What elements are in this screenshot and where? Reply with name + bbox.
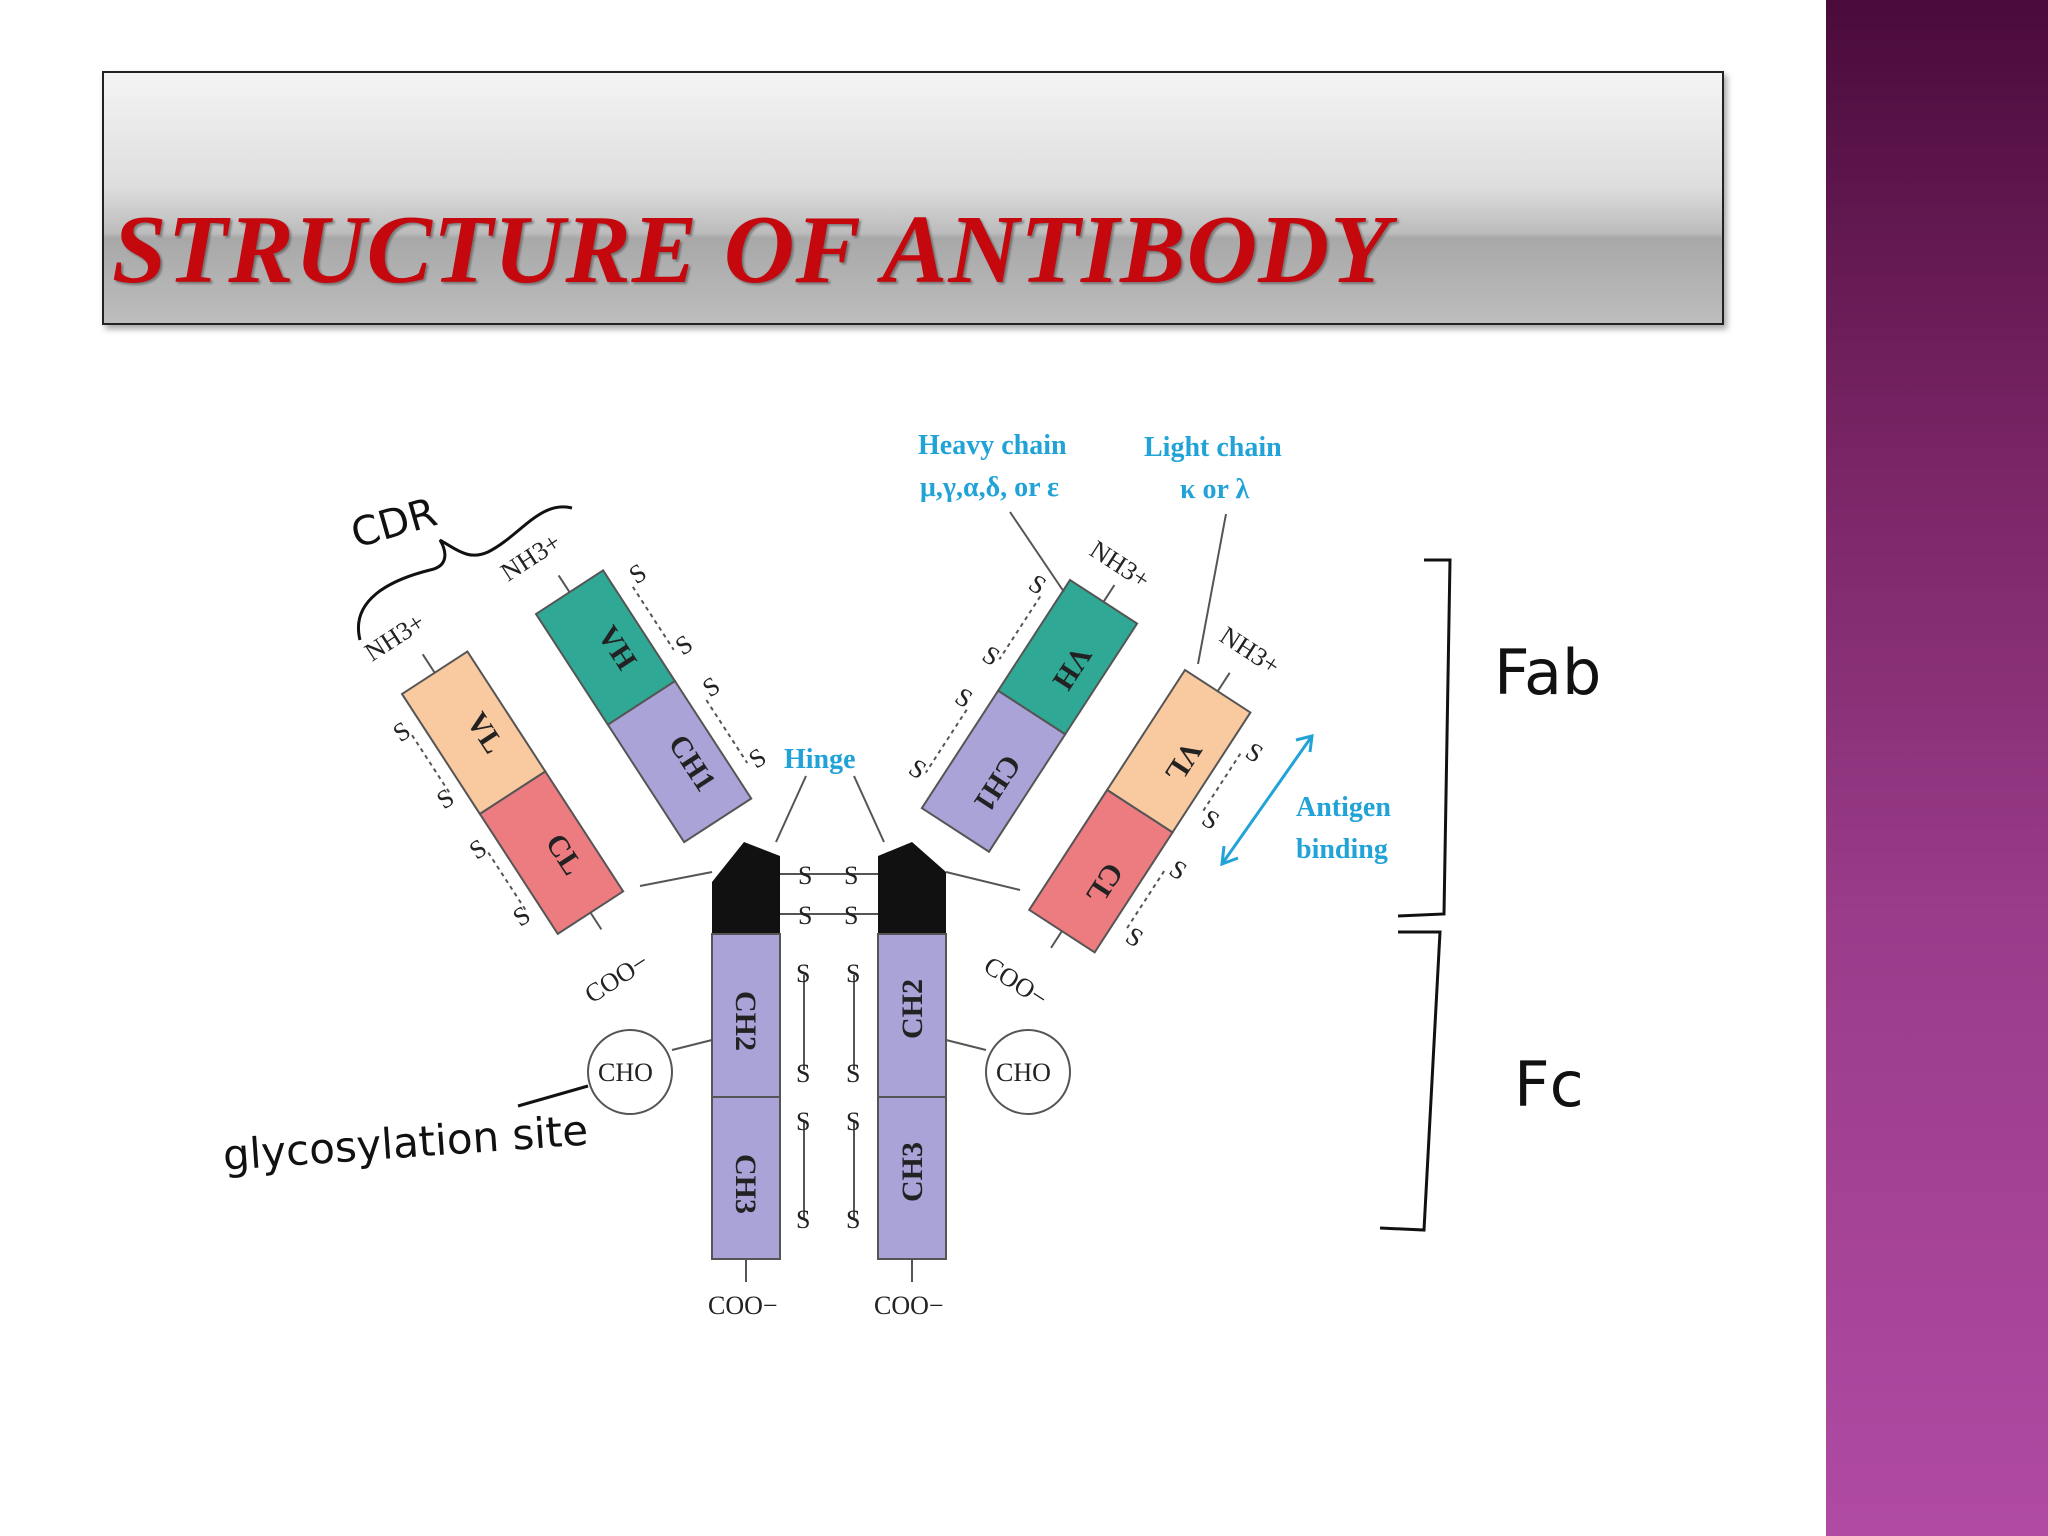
s-atom: S (904, 753, 932, 785)
s-atom: S (796, 1059, 810, 1088)
s-atom: S (950, 682, 978, 714)
right-cho-site (985, 1029, 1071, 1115)
s-atom: S (798, 901, 812, 930)
right-ch2-label: CH2 (896, 979, 929, 1039)
left-light-nh3: NH3+ (359, 607, 429, 667)
right-heavy-nh3: NH3+ (1085, 535, 1155, 595)
s-atom: S (464, 833, 492, 865)
s-atom: S (1197, 804, 1225, 836)
s-atom: S (798, 861, 812, 890)
fc-label: Fc (1514, 1048, 1584, 1121)
right-cho-label: CHO (996, 1058, 1051, 1087)
antigen-binding-label: Antigen (1296, 792, 1391, 823)
antigen-binding-arrow (1220, 734, 1314, 867)
left-ch2-domain (711, 933, 781, 1098)
s-atom: S (624, 558, 652, 590)
s-atom: S (1164, 854, 1192, 886)
heavy-chain-label: Heavy chain (918, 430, 1067, 461)
glycosylation-label: glycosylation site (221, 1106, 589, 1180)
left-hinge (712, 842, 780, 934)
left-light-coo: COO− (579, 947, 653, 1009)
title-box: STRUCTURE OF ANTIBODY (102, 71, 1724, 325)
slide-side-band (1826, 0, 2048, 1536)
left-ch1-domain (606, 679, 753, 844)
fc-bracket (1379, 930, 1442, 1232)
s-atom: S (744, 742, 772, 774)
left-heavy-nh3: NH3+ (495, 527, 565, 587)
cdr-label: CDR (346, 490, 442, 558)
s-atom: S (1024, 568, 1052, 600)
fab-bracket (1397, 558, 1452, 918)
right-light-nh3: NH3+ (1215, 621, 1285, 681)
right-light-coo: COO− (979, 951, 1053, 1013)
light-chain-label: Light chain (1144, 432, 1282, 463)
heavy-chain-types: μ,γ,α,δ, or ε (920, 472, 1059, 503)
left-cho-site (587, 1029, 673, 1115)
s-atom: S (508, 900, 536, 932)
s-atom: S (844, 861, 858, 890)
s-atom: S (796, 959, 810, 988)
left-ch3-label: CH3 (729, 1154, 762, 1214)
s-atom: S (1121, 921, 1149, 953)
fab-label: Fab (1494, 636, 1601, 709)
slide-title: STRUCTURE OF ANTIBODY (112, 196, 1391, 304)
s-atom: S (977, 640, 1005, 672)
left-heavy-arm: VH CH1 S S S S (534, 558, 772, 844)
s-atom: S (1240, 737, 1268, 769)
right-heavy-arm: VH CH1 S S S S (904, 568, 1139, 854)
fc-left-heavy: CH2 CH3 (711, 933, 781, 1282)
s-atom: S (844, 901, 858, 930)
s-atom: S (846, 1059, 860, 1088)
s-atom: S (697, 671, 725, 703)
right-hinge (878, 842, 946, 934)
hinge-label: Hinge (784, 744, 856, 775)
cdr-brace (357, 505, 573, 641)
left-ch2-label: CH2 (729, 991, 762, 1051)
right-ch3-domain (877, 1096, 947, 1260)
s-atom: S (388, 716, 416, 748)
left-cho-label: CHO (598, 1058, 653, 1087)
s-atom: S (796, 1205, 810, 1234)
left-light-chain: VL CL S S S S (388, 650, 625, 936)
s-atom: S (846, 1205, 860, 1234)
right-ch3-label: CH3 (896, 1142, 929, 1202)
right-ch1-domain (920, 689, 1067, 854)
right-ch2-domain (877, 933, 947, 1098)
s-atom: S (796, 1107, 810, 1136)
light-chain-types: κ or λ (1180, 474, 1249, 505)
antigen-binding-label-2: binding (1296, 834, 1388, 865)
s-atom: S (846, 959, 860, 988)
s-atom: S (431, 783, 459, 815)
left-cl-domain (478, 770, 625, 936)
fc-right-heavy: CH2 CH3 (877, 933, 947, 1282)
left-heavy-coo: COO− (708, 1291, 778, 1320)
right-heavy-coo: COO− (874, 1291, 944, 1320)
s-atom: S (846, 1107, 860, 1136)
s-atom: S (670, 629, 698, 661)
